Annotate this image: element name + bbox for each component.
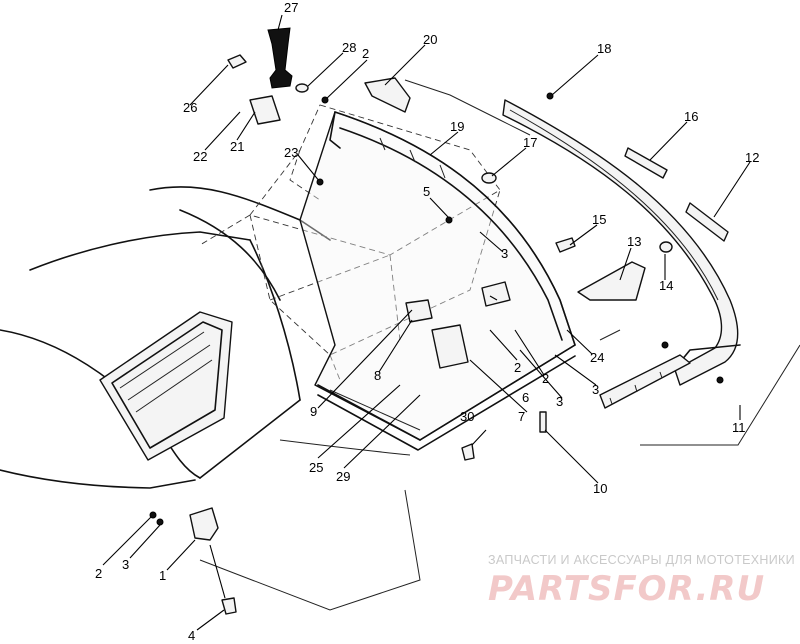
callout-2: 2 <box>542 371 549 386</box>
leader-lines <box>102 14 751 631</box>
callout-27: 27 <box>284 0 298 15</box>
callout-4: 4 <box>188 628 195 643</box>
callout-19: 19 <box>450 119 464 134</box>
callout-6: 6 <box>522 390 529 405</box>
bracket-16 <box>624 147 668 179</box>
callout-29: 29 <box>336 469 350 484</box>
callout-30: 30 <box>460 409 474 424</box>
callout-3: 3 <box>122 557 129 572</box>
nut-14 <box>659 241 673 253</box>
callout-13: 13 <box>627 234 641 249</box>
bolt-30 <box>461 443 475 461</box>
bracket-12 <box>685 202 729 242</box>
callout-23: 23 <box>284 145 298 160</box>
callout-8: 8 <box>374 368 381 383</box>
hinge-20 <box>364 77 411 113</box>
washer-28 <box>295 83 309 93</box>
callout-20: 20 <box>423 32 437 47</box>
callout-14: 14 <box>659 278 673 293</box>
callout-1: 1 <box>159 568 166 583</box>
fastener-markers <box>149 92 724 526</box>
callout-11: 11 <box>732 420 746 435</box>
hood-vent <box>99 311 233 461</box>
callout-26: 26 <box>183 100 197 115</box>
callout-18: 18 <box>597 41 611 56</box>
callout-3: 3 <box>501 246 508 261</box>
bracket-3 <box>481 281 511 307</box>
callout-15: 15 <box>592 212 606 227</box>
bolt-4 <box>221 597 237 615</box>
callout-5: 5 <box>423 184 430 199</box>
callout-7: 7 <box>518 409 525 424</box>
callout-2: 2 <box>362 46 369 61</box>
reference-lines <box>199 79 800 611</box>
callout-3: 3 <box>592 382 599 397</box>
callout-21: 21 <box>230 139 244 154</box>
bolt-26 <box>227 54 247 69</box>
front-tray <box>299 111 576 451</box>
callout-24: 24 <box>590 350 604 365</box>
storage-box <box>199 104 501 381</box>
hinge-1 <box>189 507 219 541</box>
watermark-tagline: ЗАПЧАСТИ И АКСЕССУАРЫ ДЛЯ МОТОТЕХНИКИ <box>488 553 795 567</box>
bumper-rail <box>502 99 741 409</box>
callout-labels: 27 28 2 20 18 26 22 21 23 19 17 16 12 5 … <box>95 0 759 643</box>
pin-10 <box>539 411 547 433</box>
callout-3: 3 <box>556 394 563 409</box>
callout-12: 12 <box>745 150 759 165</box>
callout-25: 25 <box>309 460 323 475</box>
latch-7 <box>431 324 469 369</box>
callout-17: 17 <box>523 135 537 150</box>
screw-15 <box>555 237 576 253</box>
callout-2: 2 <box>95 566 102 581</box>
hinge-plate-21 <box>249 95 281 125</box>
callout-2: 2 <box>514 360 521 375</box>
watermark-brand: PARTSFOR.RU <box>488 569 765 609</box>
bracket-13 <box>577 261 646 301</box>
callout-22: 22 <box>193 149 207 164</box>
catch-8 <box>405 299 433 323</box>
callout-9: 9 <box>310 404 317 419</box>
watermark: ЗАПЧАСТИ И АКСЕССУАРЫ ДЛЯ МОТОТЕХНИКИ PA… <box>488 553 795 609</box>
callout-28: 28 <box>342 40 356 55</box>
callout-10: 10 <box>593 481 607 496</box>
latch-strap-27 <box>267 27 293 89</box>
callout-16: 16 <box>684 109 698 124</box>
